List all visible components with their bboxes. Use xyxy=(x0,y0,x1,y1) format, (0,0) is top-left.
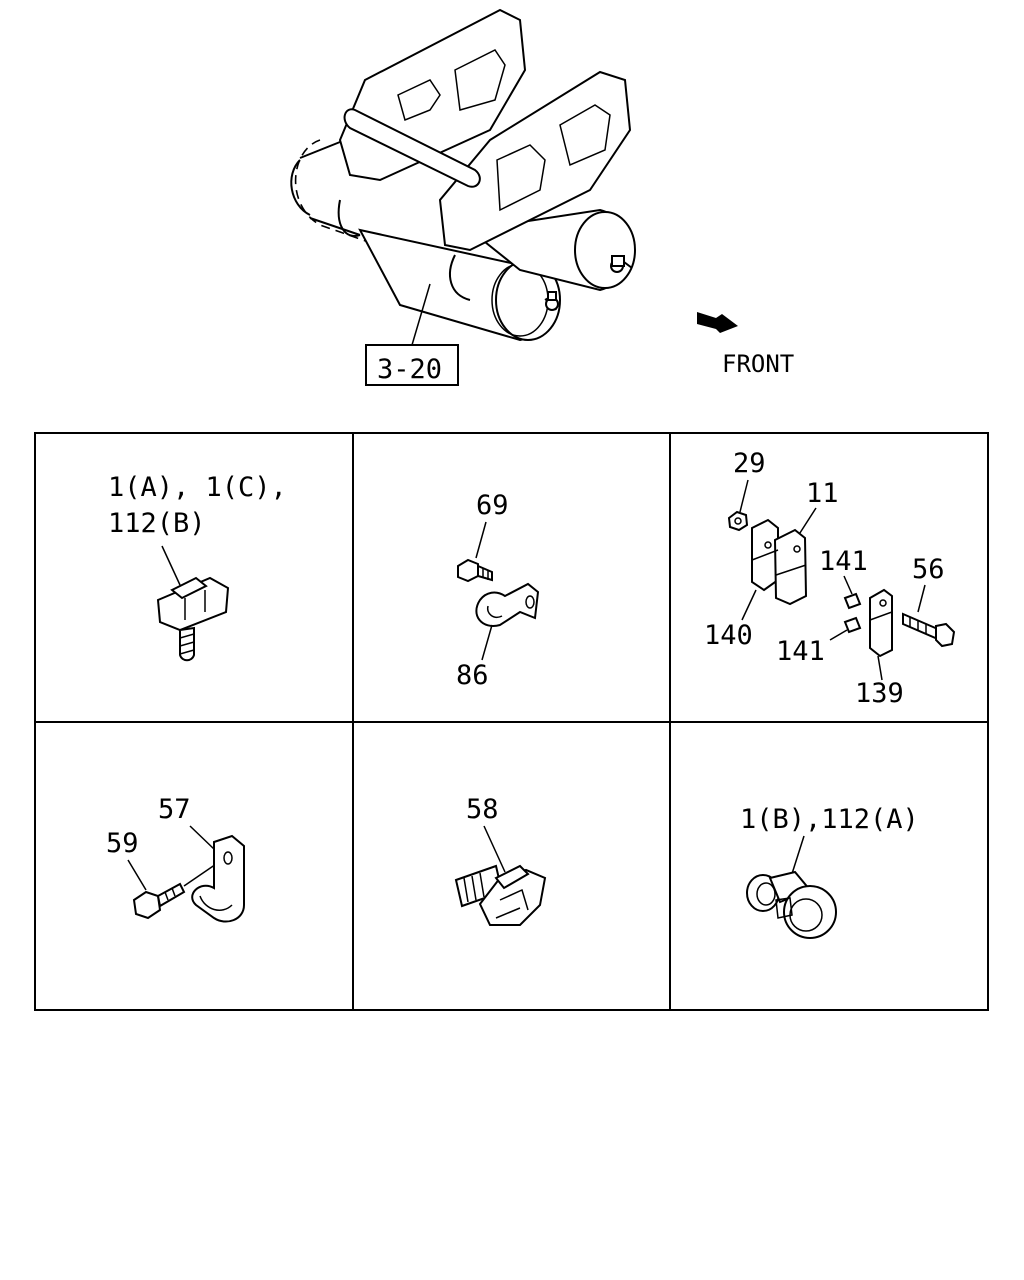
cell-5-label-58: 58 xyxy=(466,794,499,825)
cell-4: 57 59 xyxy=(106,794,245,923)
cell-2-label-86: 86 xyxy=(456,660,489,691)
cell-1-label-2: 112(B) xyxy=(108,508,206,539)
bracket-icon-139 xyxy=(869,588,893,658)
p-clamp-icon-57 xyxy=(191,834,245,923)
clip-icon-141a xyxy=(843,592,862,610)
ref-box-group: 3-20 xyxy=(365,283,459,386)
tank-assembly-icon xyxy=(290,8,636,342)
front-arrow-icon xyxy=(697,312,738,333)
cell-4-label-59: 59 xyxy=(106,828,139,859)
cell-2-label-69: 69 xyxy=(476,490,509,521)
hose-clamp-icon xyxy=(746,870,837,939)
cell-6-label: 1(B),112(A) xyxy=(740,804,919,835)
cell-3-label-139: 139 xyxy=(855,678,904,709)
cell-4-label-57: 57 xyxy=(158,794,191,825)
cell-3-label-140: 140 xyxy=(704,620,753,651)
bolt-icon xyxy=(457,558,493,583)
connector-clip-icon xyxy=(156,576,230,662)
cell-3-label-141a: 141 xyxy=(819,546,868,577)
bracket-icon-11 xyxy=(751,518,808,606)
cell-3-label-11: 11 xyxy=(806,478,839,509)
cell-5: 58 xyxy=(454,794,547,926)
cell-6: 1(B),112(A) xyxy=(740,804,919,939)
cell-3: 29 11 140 141 141 xyxy=(704,448,956,709)
p-clamp-icon xyxy=(475,582,540,627)
bolt-icon-56 xyxy=(902,612,956,648)
cell-3-label-141b: 141 xyxy=(776,636,825,667)
clip-icon-58 xyxy=(454,864,547,926)
parts-grid xyxy=(34,432,989,1011)
cell-1-label-1: 1(A), 1(C), xyxy=(108,472,287,503)
cell-2: 69 86 xyxy=(456,490,540,691)
ref-box[interactable] xyxy=(365,344,459,386)
cell-1: 1(A), 1(C), 112(B) xyxy=(108,472,287,662)
clip-icon-141b xyxy=(843,616,862,634)
bolt-icon-59 xyxy=(132,882,186,920)
cell-3-label-29: 29 xyxy=(733,448,766,479)
cell-3-label-56: 56 xyxy=(912,554,945,585)
front-label: FRONT xyxy=(722,350,794,378)
ref-box-label[interactable]: 3-20 xyxy=(377,354,442,385)
nut-icon xyxy=(727,510,749,532)
front-indicator: FRONT xyxy=(697,312,794,378)
